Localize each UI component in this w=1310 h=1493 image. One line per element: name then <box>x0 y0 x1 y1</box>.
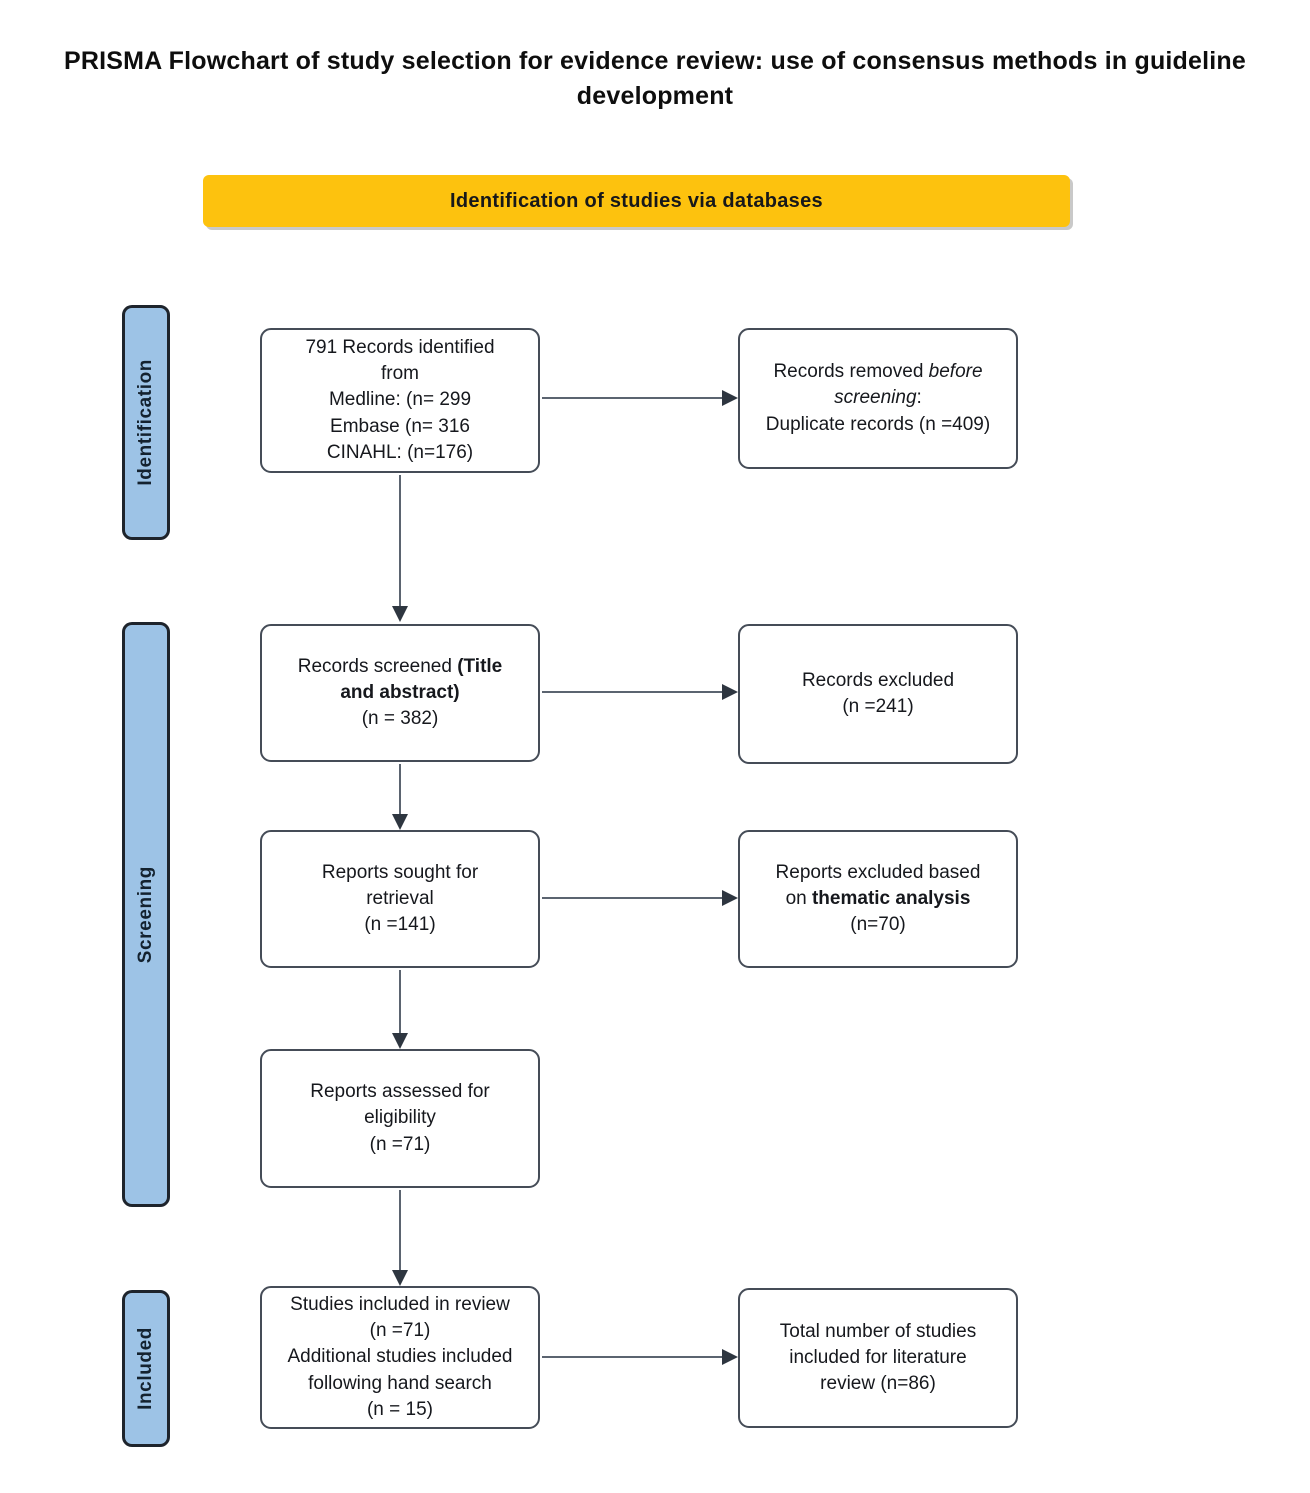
arrow-head <box>392 1033 408 1049</box>
stage-label-identification-text: Identification <box>135 359 156 486</box>
arrow-head <box>392 814 408 830</box>
arrow-line <box>399 1190 401 1272</box>
identification-banner: Identification of studies via databases <box>203 175 1070 227</box>
arrow-line <box>542 1356 722 1358</box>
identification-banner-label: Identification of studies via databases <box>450 189 823 212</box>
arrow-head <box>722 890 738 906</box>
arrow-head <box>722 684 738 700</box>
arrow-line <box>542 897 722 899</box>
arrow-line <box>542 691 722 693</box>
box-records-excluded-text: Records excluded(n =241) <box>801 669 955 717</box>
stage-label-included: Included <box>122 1290 170 1447</box>
arrow-head <box>392 606 408 622</box>
box-studies-included-text: Studies included in review(n =71)Additio… <box>287 1293 513 1420</box>
stage-label-screening: Screening <box>122 622 170 1207</box>
arrow-head <box>392 1270 408 1286</box>
box-studies-included: Studies included in review(n =71)Additio… <box>260 1286 540 1429</box>
page-title: PRISMA Flowchart of study selection for … <box>64 47 1246 110</box>
box-records-excluded: Records excluded(n =241) <box>738 624 1018 764</box>
stage-label-identification: Identification <box>122 305 170 540</box>
arrow-line <box>399 475 401 608</box>
arrow-line <box>399 764 401 816</box>
arrow-line <box>542 397 722 399</box>
stage-label-screening-text: Screening <box>135 865 156 964</box>
arrow-head <box>722 390 738 406</box>
arrow-head <box>722 1349 738 1365</box>
arrow-line <box>399 970 401 1035</box>
stage-label-included-text: Included <box>135 1327 156 1410</box>
